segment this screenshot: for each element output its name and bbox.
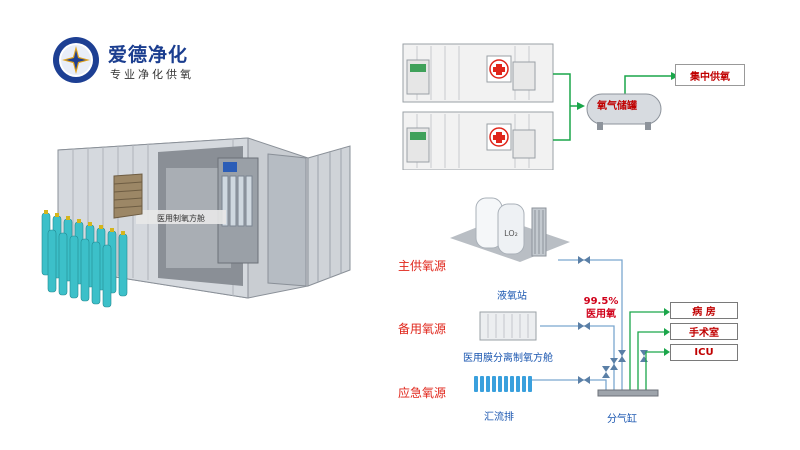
oxygen-container-illustration: 医用制氧方舱 [41,137,351,308]
container-sign: 医用制氧方舱 [157,213,205,223]
blue-pipes [532,259,623,390]
oxygen-cylinders [41,210,128,308]
oxygen-cabinet-2 [402,111,554,170]
distributor-bar [597,389,659,397]
main-source-label: 主供氧源 [398,259,447,273]
logo-name: 爱德净化 [108,44,189,66]
output-box: 集中供氧 [675,64,745,86]
emergency-source-label: 应急氧源 [398,386,447,400]
oxygen-tank [586,93,662,130]
top-supply-diagram [402,43,679,170]
logo [52,36,100,84]
membrane-cabin-label: 医用膜分离制氧方舱 [463,353,553,364]
purity-annotation: 99.5% 医用氧 [576,295,626,321]
purity-value: 99.5% [583,296,619,307]
logo-tagline: 专业净化供氧 [110,68,194,81]
destination-operating-room: 手术室 [670,323,738,340]
membrane-cabin [479,311,537,341]
distributor-label: 分气缸 [607,414,637,425]
purity-label: 医用氧 [586,309,616,320]
oxygen-cabinet-1 [402,43,554,103]
destination-icu: ICU [670,344,738,361]
logo-emblem-icon [53,37,99,83]
liquid-oxygen-station [450,197,570,262]
backup-source-label: 备用氧源 [398,322,447,336]
manifold-cylinders [474,376,532,392]
destination-ward: 病 房 [670,302,738,319]
green-outlet-pipes [629,311,666,390]
tank-label: 氧气储罐 [597,101,637,112]
supply-schematic: LO₂ [450,197,670,397]
manifold-label: 汇流排 [484,412,514,423]
liquid-tank-marking: LO₂ [504,229,518,238]
liquid-station-label: 液氧站 [497,291,527,302]
valve-icons [578,256,648,384]
